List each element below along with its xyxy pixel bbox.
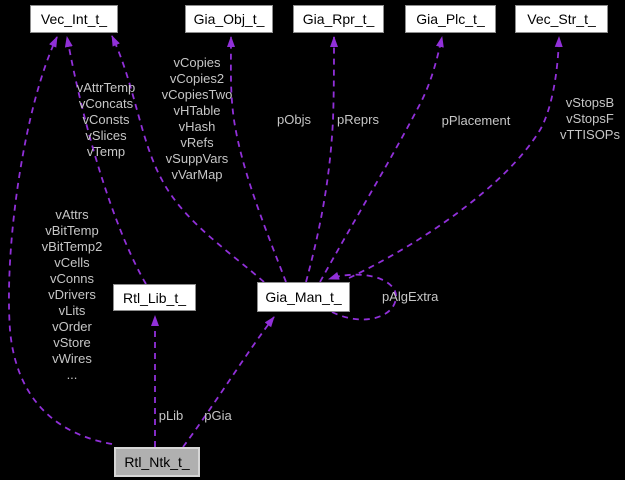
- node-gia-man-t[interactable]: Gia_Man_t_: [257, 282, 350, 312]
- edge-label-plib: pLib: [158, 408, 184, 423]
- edge-label-palgextra: pAlgExtra: [382, 289, 439, 304]
- node-rtl-lib-t[interactable]: Rtl_Lib_t_: [113, 284, 196, 311]
- node-rtl-ntk-t-current[interactable]: Rtl_Ntk_t_: [114, 447, 200, 477]
- node-gia-plc-t[interactable]: Gia_Plc_t_: [405, 5, 496, 33]
- edge-label-pplacement: pPlacement: [441, 113, 511, 128]
- node-gia-obj-t[interactable]: Gia_Obj_t_: [185, 5, 273, 33]
- edge-label-preprs: pReprs: [337, 112, 379, 127]
- node-gia-rpr-t[interactable]: Gia_Rpr_t_: [293, 5, 384, 33]
- edge-gia-man-to-vec-int: [111, 35, 265, 283]
- node-vec-int-t[interactable]: Vec_Int_t_: [30, 5, 118, 33]
- edge-gia-man-to-vec-str: [348, 36, 563, 279]
- edge-label-pobjs: pObjs: [277, 112, 311, 127]
- edge-gia-man-self-loop: [328, 272, 397, 321]
- edge-rtl-ntk-to-gia-man: [182, 316, 275, 448]
- node-vec-str-t[interactable]: Vec_Str_t_: [515, 5, 608, 33]
- edge-gia-man-to-gia-plc: [319, 36, 444, 283]
- edge-gia-man-to-gia-rpr: [305, 36, 338, 283]
- edge-gia-man-to-gia-obj: [226, 36, 287, 283]
- edge-rtl-ntk-to-vec-int: [8, 36, 113, 445]
- edge-label-pgia: pGia: [204, 408, 232, 423]
